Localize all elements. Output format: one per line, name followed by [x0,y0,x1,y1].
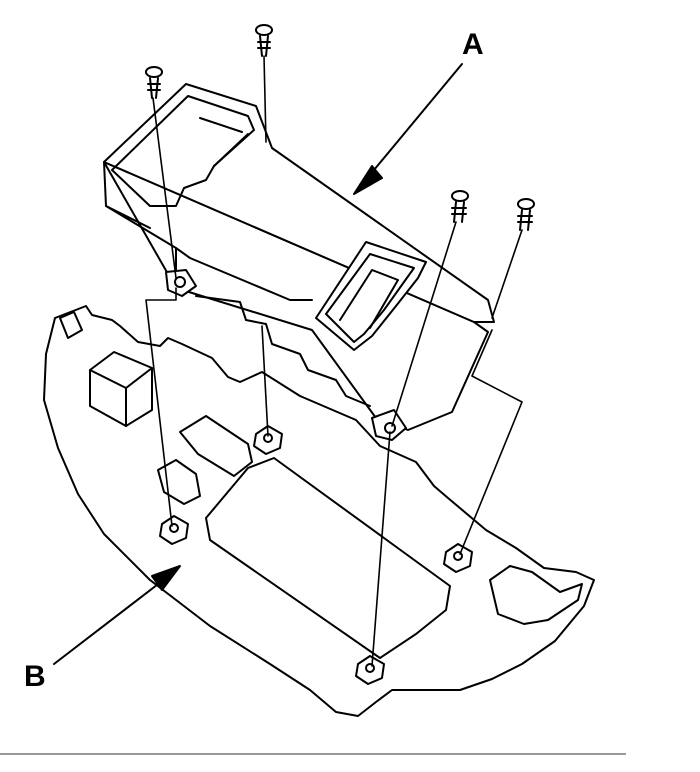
switch-window-rib [339,269,399,329]
screw-4 [517,198,535,231]
assembly-front-face [103,161,489,431]
callout-label-a: A [462,28,484,61]
assembly-edges [103,161,313,301]
nut-b3 [443,543,473,573]
screws [145,24,535,231]
connector-top [89,367,153,427]
assembly-tab-right [371,409,407,441]
screw-1 [255,24,273,57]
leader-b [53,565,181,665]
leader-a [353,63,463,195]
guide-lines [145,55,523,667]
nut-b4 [355,655,385,685]
cutout-oval [157,459,201,505]
side-clip [489,565,583,625]
connector-box [89,351,153,427]
bracket-outline [43,305,595,717]
cutout-large [205,457,451,659]
bracket-b [43,305,595,717]
assembly-underside [195,295,371,407]
assembly-recess-inner [199,117,249,167]
bottom-divider [0,753,626,755]
assembly-recess [111,95,255,207]
switch-window-outer [315,241,427,351]
switch-window-inner [325,253,415,343]
assembly-tab-left [165,269,197,297]
bracket-tab [59,311,83,339]
assembly-a [103,83,495,441]
screw-2 [145,66,163,99]
callout-label-b: B [24,660,46,693]
cutout-small-square [179,415,253,477]
tab-hole-left [174,276,186,288]
screw-3 [451,190,469,223]
nut-b1 [159,515,189,545]
